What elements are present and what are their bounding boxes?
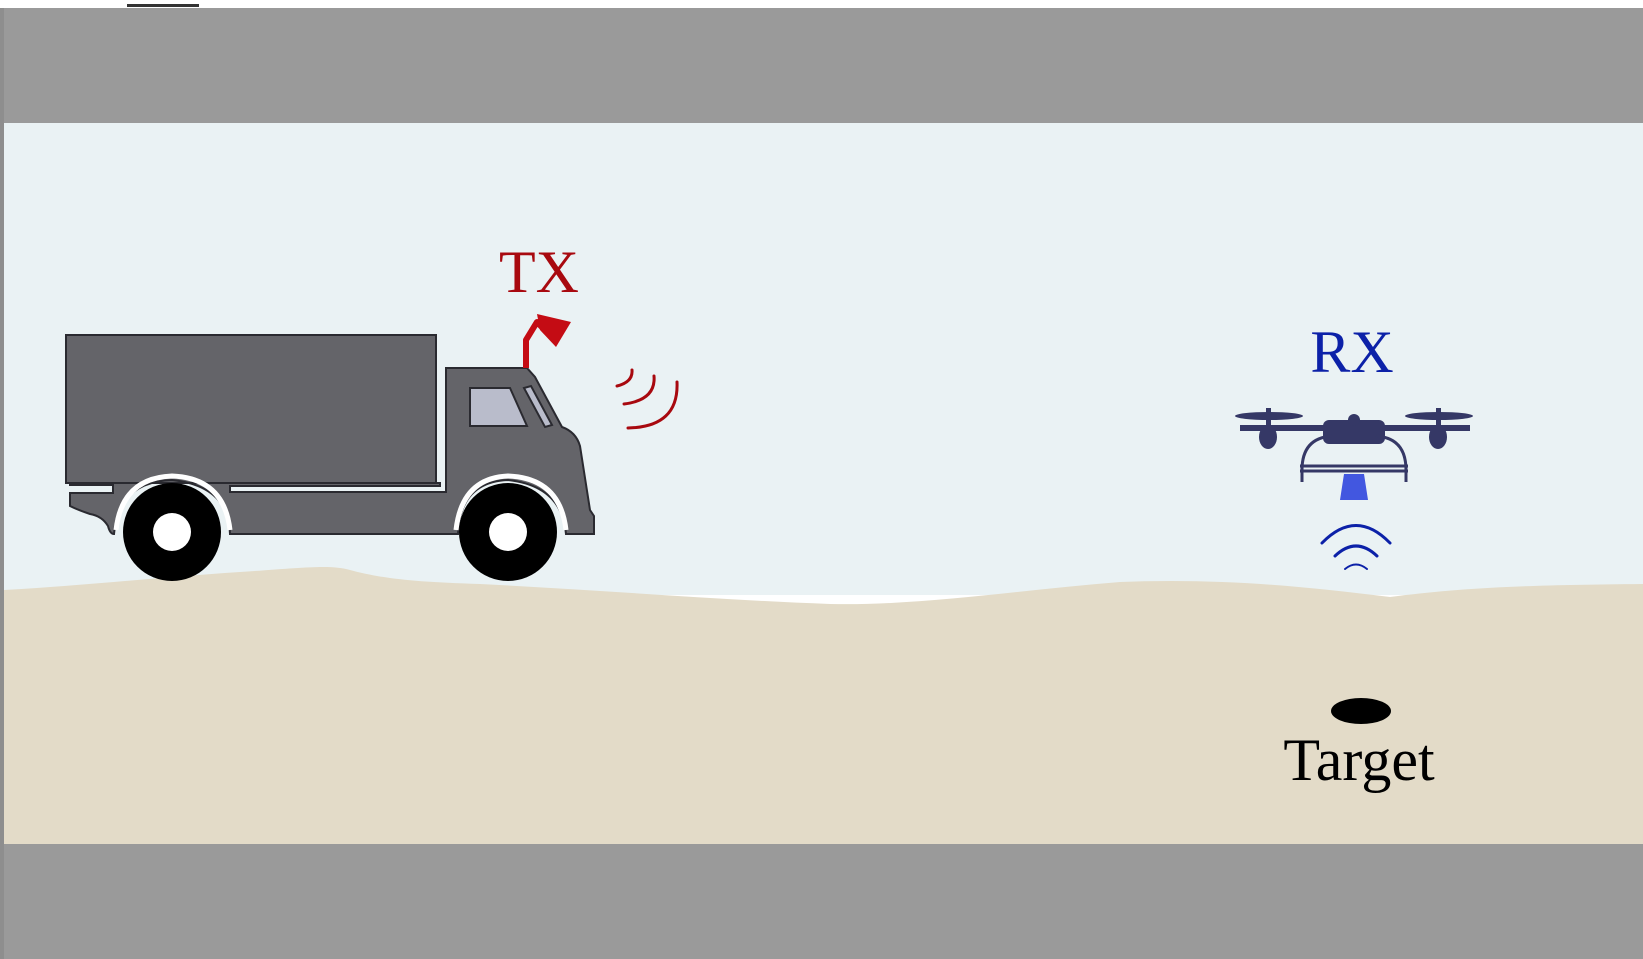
ground-area [4,566,1643,844]
antenna-flag [537,314,571,347]
wheel-hub [489,513,527,551]
rx-wave-small [1344,563,1368,570]
tx-label: TX [499,239,579,305]
drone-motor-right [1429,425,1447,449]
rx-label: RX [1310,319,1393,385]
truck-fender-rear [113,473,233,531]
drone-shaft-left [1266,408,1271,430]
signal-waves-icon [1320,524,1392,570]
drone-shaft-right [1436,408,1441,430]
tx-wave-small [615,368,634,388]
left-frame-edge [0,8,4,959]
truck-window [469,387,529,427]
drone-icon [1235,408,1473,500]
tx-wave-medium [622,374,656,406]
wheel-hub [153,513,191,551]
truck-side-window [522,384,554,429]
rx-wave-large [1320,524,1392,545]
drone-landing-gear [1300,464,1408,482]
rx-wave-medium [1333,544,1379,558]
antenna-icon [523,314,571,368]
top-tab-mark [127,4,199,7]
target-label: Target [1283,727,1435,793]
bottom-frame-band [0,844,1643,959]
truck-fender-front [453,473,569,531]
target-ellipse-icon [1331,698,1391,724]
truck-wheel-front [459,483,557,581]
drone-top-sensor [1348,414,1360,426]
tx-wave-large [626,380,679,430]
signal-waves-icon [615,368,679,430]
drone-motor-left [1259,425,1277,449]
top-frame-band [0,8,1643,123]
drone-camera [1340,474,1368,500]
truck-wheel-rear [123,483,221,581]
truck-cargo-box [65,334,437,484]
drone-body [1323,420,1385,444]
truck-icon [65,334,595,536]
